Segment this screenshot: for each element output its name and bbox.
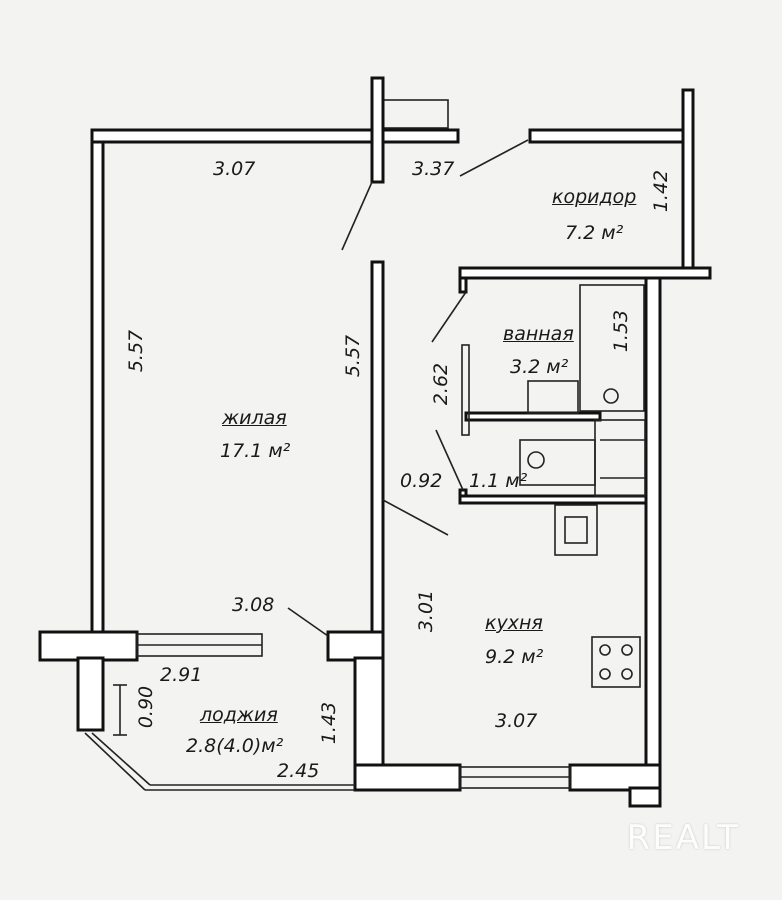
dim-loggia-top: 2.91 xyxy=(160,664,203,686)
room-kitchen-name: кухня xyxy=(485,612,543,634)
room-living-area: 17.1 м² xyxy=(220,440,291,462)
loggia-depth-marker xyxy=(113,684,127,736)
bathtub xyxy=(579,284,645,412)
dim-loggia-side: 1.43 xyxy=(318,701,341,745)
room-living-name: жилая xyxy=(222,407,287,429)
dim-living-bottom: 3.08 xyxy=(232,594,275,616)
partition-screen xyxy=(461,344,470,436)
cooktop xyxy=(591,636,641,688)
dim-bath-side: 2.62 xyxy=(430,362,453,406)
windows xyxy=(84,633,571,791)
dim-corridor-side: 1.42 xyxy=(650,169,673,213)
door-swings xyxy=(287,139,529,637)
room-loggia-name: лоджия xyxy=(200,704,278,726)
dim-loggia-depth: 0.90 xyxy=(135,685,158,729)
dim-living-right: 5.57 xyxy=(342,334,365,378)
walls xyxy=(38,76,712,808)
dim-loggia-bottom: 2.45 xyxy=(277,760,320,782)
room-corridor-name: коридор xyxy=(552,186,637,208)
dim-living-top: 3.07 xyxy=(213,158,256,180)
room-bathroom-area: 3.2 м² xyxy=(510,356,569,378)
dim-kitchen-bottom: 3.07 xyxy=(495,710,538,732)
room-kitchen-area: 9.2 м² xyxy=(485,646,544,668)
sink xyxy=(527,380,579,414)
dim-corridor-top: 3.37 xyxy=(412,158,455,180)
room-wc-area: 1.1 м² xyxy=(469,470,528,492)
balcony-stub xyxy=(382,99,449,129)
dim-wc-width: 0.92 xyxy=(400,470,443,492)
stove xyxy=(554,504,598,556)
dim-bath-tub: 1.53 xyxy=(610,309,633,353)
room-corridor-area: 7.2 м² xyxy=(565,222,624,244)
room-bathroom-name: ванная xyxy=(503,323,574,345)
bathtub-drain xyxy=(603,388,619,404)
room-loggia-area: 2.8(4.0)м² xyxy=(186,735,284,757)
realt-watermark: REALT xyxy=(626,818,740,858)
dim-kitchen-side: 3.01 xyxy=(415,589,438,633)
dim-living-left: 5.57 xyxy=(125,329,148,373)
toilet xyxy=(519,419,646,497)
